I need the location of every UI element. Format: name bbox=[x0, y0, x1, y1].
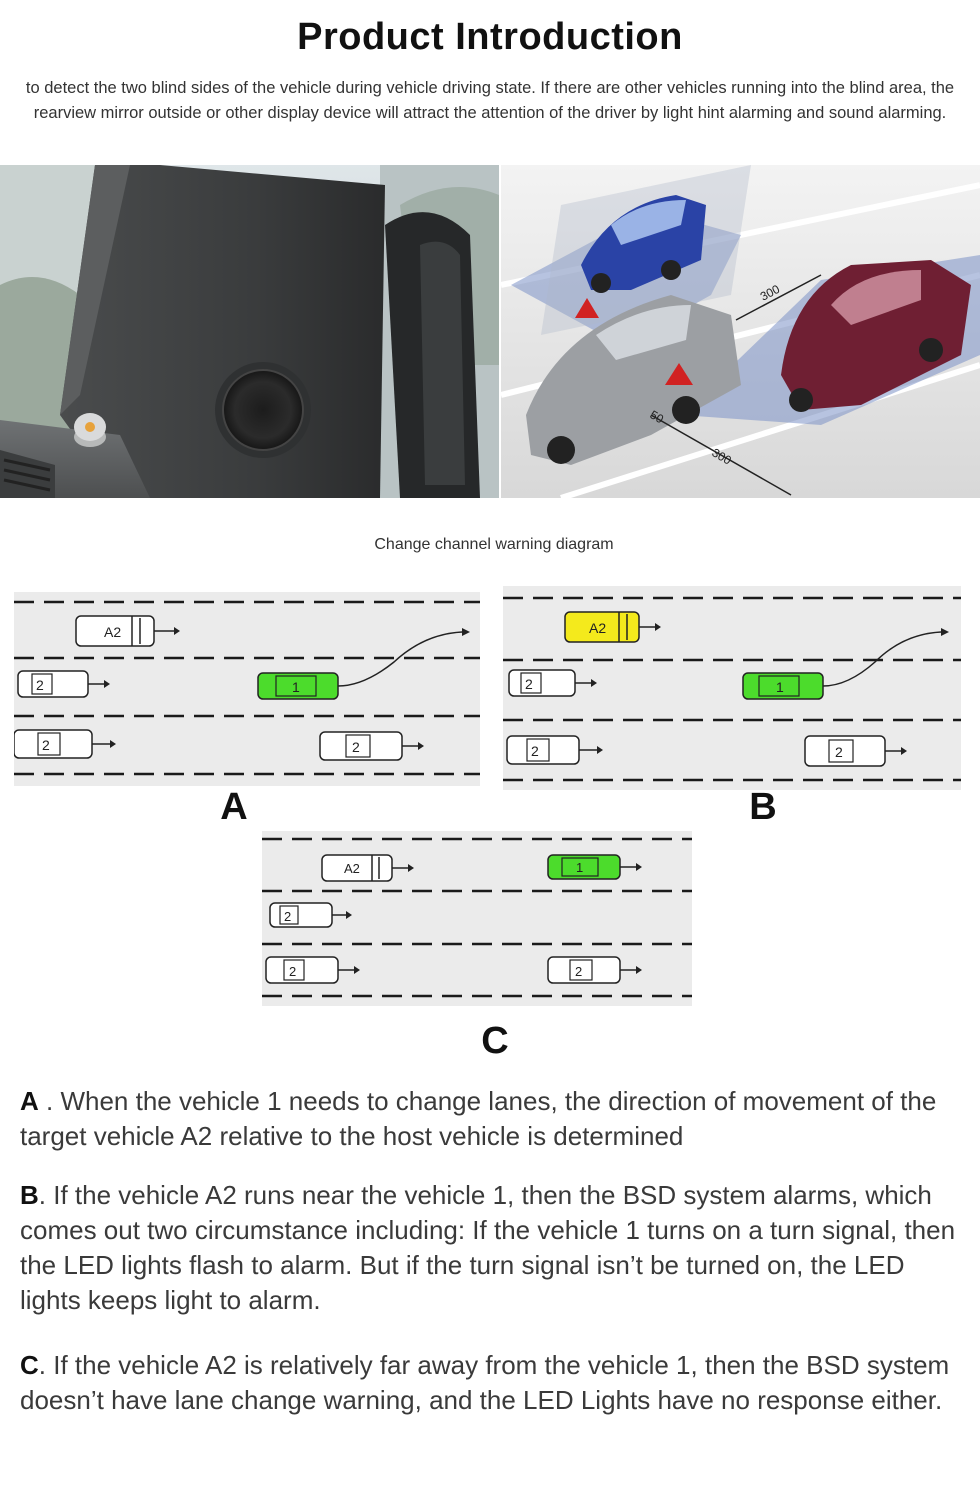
other-label: 2 bbox=[284, 909, 291, 924]
diagram-label-b: B bbox=[749, 786, 777, 828]
other-label: 2 bbox=[289, 964, 296, 979]
diagram-c-road: A2 1 2 2 2 bbox=[262, 831, 692, 1006]
diagram-caption: Change channel warning diagram bbox=[374, 536, 614, 553]
a-pillar-photo bbox=[0, 165, 499, 498]
other-label: 2 bbox=[531, 743, 539, 759]
other-label: 2 bbox=[575, 964, 582, 979]
other-label: 2 bbox=[525, 676, 533, 692]
host-label: 1 bbox=[576, 860, 583, 875]
vehicle-2: 2 bbox=[508, 669, 597, 697]
vehicle-2: 2 bbox=[13, 729, 116, 759]
description-a-text: . When the vehicle 1 needs to change lan… bbox=[20, 1086, 937, 1151]
other-label: 2 bbox=[352, 739, 360, 755]
vehicle-2: 2 bbox=[319, 731, 424, 761]
host-label: 1 bbox=[776, 679, 784, 695]
vehicle-2: 2 bbox=[269, 902, 352, 928]
other-label: 2 bbox=[42, 737, 50, 753]
description-a-letter: A bbox=[20, 1086, 39, 1116]
vehicle-2: 2 bbox=[804, 735, 907, 767]
diagram-label-a: A bbox=[220, 786, 248, 828]
target-label: A2 bbox=[344, 861, 360, 876]
diagram-b-road: A2 2 1 2 2 bbox=[503, 586, 961, 790]
other-label: 2 bbox=[36, 677, 44, 693]
description-c: C. If the vehicle A2 is relatively far a… bbox=[20, 1348, 965, 1418]
other-label: 2 bbox=[835, 744, 843, 760]
vehicle-2: 2 bbox=[547, 956, 642, 984]
vehicle-1-host: 1 bbox=[547, 854, 642, 880]
host-label: 1 bbox=[292, 679, 300, 695]
description-b: B. If the vehicle A2 runs near the vehic… bbox=[20, 1178, 965, 1318]
vehicle-a2: A2 bbox=[321, 854, 414, 882]
vehicle-2: 2 bbox=[17, 670, 110, 698]
vehicle-1-host: 1 bbox=[257, 628, 470, 700]
page-title: Product Introduction bbox=[297, 16, 683, 58]
description-c-letter: C bbox=[20, 1350, 39, 1380]
description-b-letter: B bbox=[20, 1180, 39, 1210]
vehicle-a2: A2 bbox=[564, 611, 661, 643]
description-b-text: . If the vehicle A2 runs near the vehicl… bbox=[20, 1180, 956, 1315]
description-c-text: . If the vehicle A2 is relatively far aw… bbox=[20, 1350, 950, 1415]
bsd-zone-illustration: 300 50 300 bbox=[501, 165, 980, 498]
vehicle-a2: A2 bbox=[75, 615, 180, 647]
vehicle-2: 2 bbox=[265, 956, 360, 984]
target-label: A2 bbox=[104, 624, 121, 640]
intro-text: to detect the two blind sides of the veh… bbox=[25, 79, 955, 122]
description-a: A . When the vehicle 1 needs to change l… bbox=[20, 1084, 965, 1154]
vehicle-2: 2 bbox=[506, 735, 603, 765]
target-label: A2 bbox=[589, 620, 606, 636]
distance-label: 50 bbox=[648, 407, 667, 426]
vehicle-1-host: 1 bbox=[742, 628, 949, 700]
diagram-label-c: C bbox=[481, 1020, 509, 1062]
diagram-a-road: A2 2 1 2 2 bbox=[13, 592, 480, 786]
